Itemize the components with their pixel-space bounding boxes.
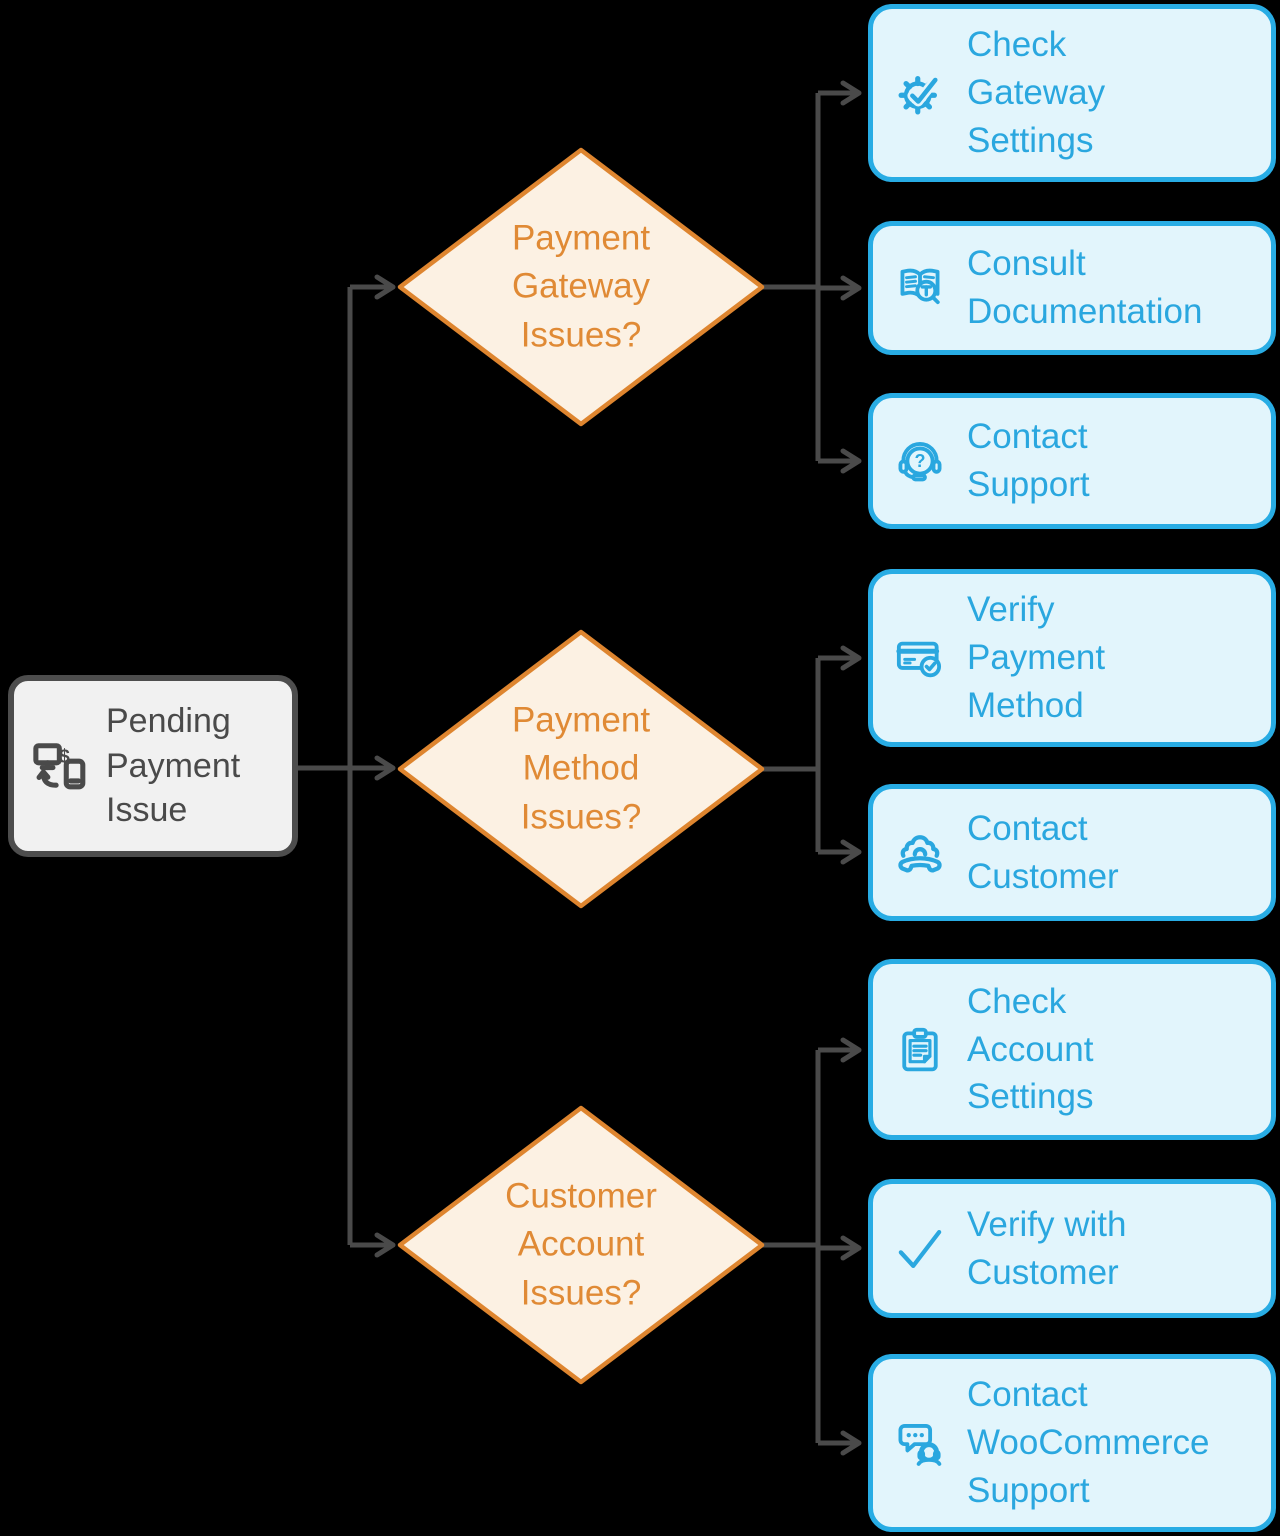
- action-node-check-account-settings: Check Account Settings: [868, 959, 1276, 1140]
- card-check-icon: [893, 631, 947, 685]
- person-handset-icon: [893, 826, 947, 880]
- checkmark-icon: [893, 1222, 947, 1276]
- decision-diamond-payment-method: [397, 629, 765, 909]
- decision-diamond-payment-gateway: [397, 147, 765, 427]
- book-magnifier-icon: [893, 261, 947, 315]
- action-node-label: Verify Payment Method: [967, 590, 1106, 725]
- chat-headset-icon: [893, 1416, 947, 1470]
- action-node-contact-customer: Contact Customer: [868, 784, 1276, 921]
- action-node-contact-support: ? Contact Support: [868, 393, 1276, 529]
- action-node-label: Check Account Settings: [967, 981, 1094, 1117]
- action-node-label: Contact Customer: [967, 808, 1119, 896]
- action-node-verify-payment-method: Verify Payment Method: [868, 569, 1276, 747]
- root-node-pending-payment-issue: $ Pending Payment Issue: [8, 675, 298, 857]
- action-node-label: Verify with Customer: [967, 1204, 1127, 1292]
- action-node-label: Consult Documentation: [967, 244, 1203, 331]
- action-node-label: Contact WooCommerce Support: [967, 1375, 1210, 1510]
- action-node-label: Check Gateway Settings: [967, 25, 1106, 160]
- svg-text:$: $: [59, 746, 70, 767]
- decision-node-payment-gateway-label: Payment Gateway Issues?: [511, 218, 651, 355]
- action-node-contact-woocommerce-support: Contact WooCommerce Support: [868, 1354, 1276, 1532]
- decision-node-payment-method-label: Payment Method Issues?: [511, 700, 651, 837]
- device-money-transfer-icon: $: [30, 734, 94, 798]
- root-node-label: Pending Payment Issue: [106, 701, 241, 830]
- action-node-verify-with-customer: Verify with Customer: [868, 1179, 1276, 1318]
- action-node-consult-documentation: Consult Documentation: [868, 221, 1276, 355]
- decision-node-customer-account-label: Customer Account Issues?: [505, 1176, 657, 1313]
- clipboard-icon: [893, 1023, 947, 1077]
- headset-question-icon: ?: [893, 434, 947, 488]
- action-node-check-gateway-settings: Check Gateway Settings: [868, 4, 1276, 182]
- gear-check-icon: [893, 66, 947, 120]
- action-node-label: Contact Support: [967, 417, 1090, 504]
- svg-text:?: ?: [915, 451, 926, 471]
- decision-diamond-customer-account: [397, 1105, 765, 1385]
